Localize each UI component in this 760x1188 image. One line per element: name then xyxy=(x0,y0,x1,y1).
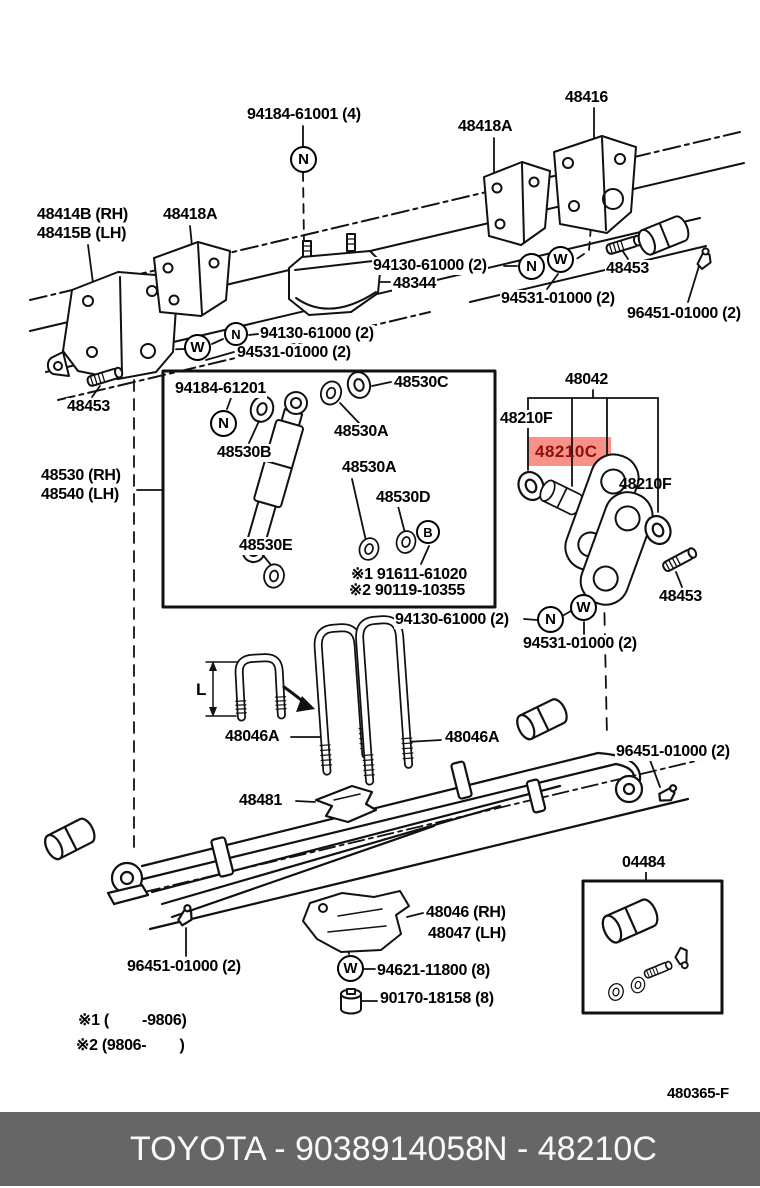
label-94130-61000-mid: 94130-61000 (2) xyxy=(394,611,510,629)
label-96451-01000-right: 96451-01000 (2) xyxy=(615,743,731,761)
label-48530C: 48530C xyxy=(393,374,450,392)
n-circle-symbol: N xyxy=(210,410,237,437)
label-48415B: 48415B (LH) xyxy=(36,225,128,243)
label-48540-LH: 48540 (LH) xyxy=(40,486,120,504)
label-96451-01000-bottom: 96451-01000 (2) xyxy=(126,958,242,976)
label-94130-61000-left: 94130-61000 (2) xyxy=(259,325,375,343)
n-circle-symbol: N xyxy=(224,322,248,346)
footer-bar xyxy=(0,1112,760,1186)
spring-seat-drawing xyxy=(302,890,410,953)
label-48210F-2: 48210F xyxy=(619,476,672,493)
label-48046-RH: 48046 (RH) xyxy=(425,904,507,922)
label-94184-61001: 94184-61001 (4) xyxy=(246,106,362,124)
label-48530-RH: 48530 (RH) xyxy=(40,467,122,485)
u-bolt-diagram xyxy=(205,615,414,786)
figure-code: 480365-F xyxy=(667,1085,729,1102)
label-48530D: 48530D xyxy=(375,489,432,507)
label-94531-01000-top: 94531-01000 (2) xyxy=(500,290,616,308)
label-note2-kit: ※2 90119-10355 xyxy=(348,582,466,600)
nut-drawing xyxy=(340,988,362,1015)
shackle-assembly xyxy=(512,389,699,606)
w-circle-symbol: W xyxy=(184,334,211,361)
label-note1-kit: ※1 91611-61020 xyxy=(350,566,468,584)
label-48047-LH: 48047 (LH) xyxy=(427,925,507,943)
w-circle-symbol: W xyxy=(547,246,574,273)
footer-brand-code: TOYOTA - 9038914058 xyxy=(130,1130,485,1168)
w-circle-symbol: W xyxy=(337,955,364,982)
n-circle-symbol: N xyxy=(290,146,317,173)
label-48453-right: 48453 xyxy=(658,588,703,606)
n-circle-symbol: N xyxy=(518,253,545,280)
label-96451-01000-top: 96451-01000 (2) xyxy=(626,305,742,323)
label-48416: 48416 xyxy=(564,89,609,107)
label-94531-01000-left: 94531-01000 (2) xyxy=(236,344,352,362)
label-48418A-right: 48418A xyxy=(457,118,514,136)
dimension-l-label: L xyxy=(196,680,207,700)
footer-part-ref: N - 48210C xyxy=(483,1130,657,1168)
label-note2: ※2 (9806- ) xyxy=(75,1037,186,1055)
label-48046A-right: 48046A xyxy=(444,729,501,747)
hanger-bracket-48414 xyxy=(46,271,178,380)
n-circle-symbol: N xyxy=(537,606,564,633)
bracket-48416 xyxy=(553,135,637,234)
bracket-48418A-right xyxy=(483,161,551,246)
label-94531-01000-mid: 94531-01000 (2) xyxy=(522,635,638,653)
label-48530E: 48530E xyxy=(238,537,294,555)
bushing-kit-box xyxy=(581,879,724,1015)
label-90170-18158: 90170-18158 (8) xyxy=(379,990,495,1008)
label-48210C-highlighted[interactable]: 48210C xyxy=(535,442,598,461)
leaf-spring-drawing xyxy=(40,695,701,931)
label-48344: 48344 xyxy=(392,275,437,293)
label-48042: 48042 xyxy=(564,371,609,389)
w-circle-symbol: W xyxy=(570,594,597,621)
label-48481: 48481 xyxy=(238,792,283,810)
bump-stop-48344 xyxy=(288,233,382,316)
label-94184-61201: 94184-61201 xyxy=(174,380,268,398)
label-48530A-2: 48530A xyxy=(341,459,398,477)
bracket-48418A-left xyxy=(153,241,231,317)
label-48210F-1: 48210F xyxy=(499,410,554,428)
shock-kit-box xyxy=(161,369,497,609)
label-94621-11800: 94621-11800 (8) xyxy=(376,962,491,980)
label-note1: ※1 ( -9806) xyxy=(77,1012,188,1030)
label-48418A-left: 48418A xyxy=(162,206,219,224)
label-48453-left: 48453 xyxy=(66,398,111,416)
label-48453-top: 48453 xyxy=(605,260,650,278)
label-48530A-1: 48530A xyxy=(333,423,390,441)
b-circle-symbol: B xyxy=(416,520,440,544)
label-48414B: 48414B (RH) xyxy=(36,206,129,224)
label-94130-61000-top: 94130-61000 (2) xyxy=(372,257,488,275)
label-48530B: 48530B xyxy=(216,444,273,462)
label-48046A-left: 48046A xyxy=(224,728,281,746)
label-04484: 04484 xyxy=(621,854,666,872)
